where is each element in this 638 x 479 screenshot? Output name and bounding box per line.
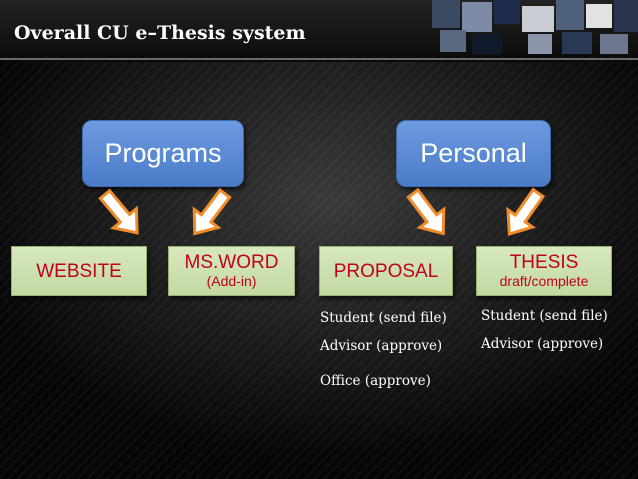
msword-sublabel: (Add-in)	[206, 273, 257, 289]
msword-label: MS.WORD	[184, 252, 279, 273]
msword-box: MS.WORD (Add-in)	[168, 246, 295, 296]
programs-label: Programs	[104, 138, 222, 168]
proposal-step-student: Student (send file)	[320, 310, 447, 326]
thesis-sublabel: draft/complete	[499, 273, 589, 289]
proposal-box: PROPOSAL	[319, 246, 453, 296]
thesis-step-student: Student (send file)	[481, 308, 608, 324]
thesis-box: THESIS draft/complete	[476, 246, 612, 296]
header-divider	[0, 58, 638, 60]
decorative-photo-mosaic	[432, 0, 638, 56]
slide-title: Overall CU e–Thesis system	[14, 22, 306, 44]
arrow-personal-to-thesis	[506, 187, 546, 237]
proposal-step-office: Office (approve)	[320, 373, 431, 389]
proposal-step-advisor: Advisor (approve)	[320, 338, 443, 354]
thesis-label: THESIS	[509, 252, 579, 273]
thesis-step-advisor: Advisor (approve)	[481, 336, 604, 352]
arrow-programs-to-msword	[192, 187, 232, 236]
website-label: WEBSITE	[36, 260, 122, 282]
proposal-label: PROPOSAL	[333, 260, 439, 282]
website-box: WEBSITE	[11, 246, 147, 296]
personal-box: Personal	[396, 120, 551, 187]
arrow-programs-to-website	[98, 188, 139, 235]
programs-box: Programs	[82, 120, 244, 187]
personal-label: Personal	[420, 138, 527, 168]
arrow-personal-to-proposal	[406, 187, 446, 236]
